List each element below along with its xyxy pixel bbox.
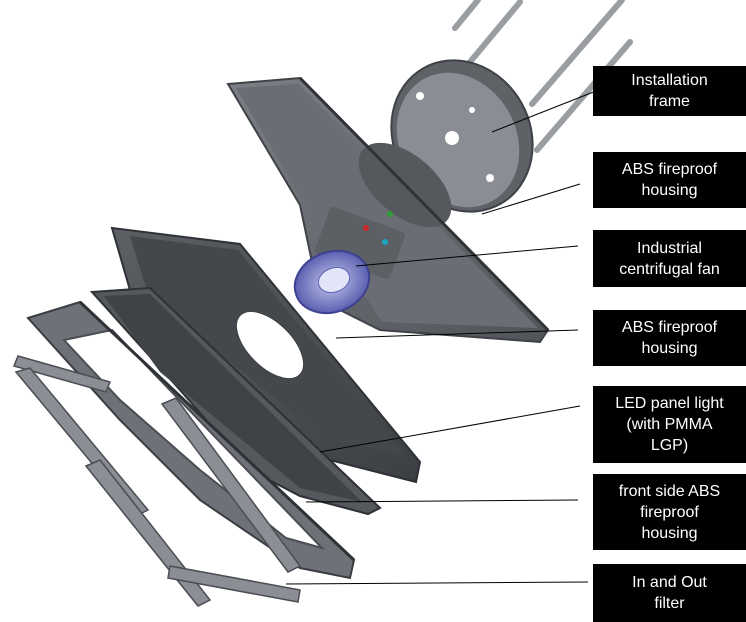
- label-led-panel-light: LED panel light (with PMMA LGP): [593, 386, 746, 463]
- label-abs-fireproof-housing-middle: ABS fireproof housing: [593, 310, 746, 366]
- filter-parts: [12, 355, 302, 607]
- middle-housing-part: [110, 226, 422, 484]
- label-abs-fireproof-housing-back: ABS fireproof housing: [593, 152, 746, 208]
- label-installation-frame: Installation frame: [593, 66, 746, 116]
- led-panel-light-part: [89, 286, 382, 516]
- leader-lines: [285, 90, 597, 585]
- centrifugal-fan-part: [293, 206, 406, 315]
- label-industrial-centrifugal-fan: Industrial centrifugal fan: [593, 230, 746, 287]
- back-housing-part: [226, 76, 550, 344]
- label-in-and-out-filter: In and Out filter: [593, 564, 746, 622]
- label-front-side-abs-housing: front side ABS fireproof housing: [593, 474, 746, 550]
